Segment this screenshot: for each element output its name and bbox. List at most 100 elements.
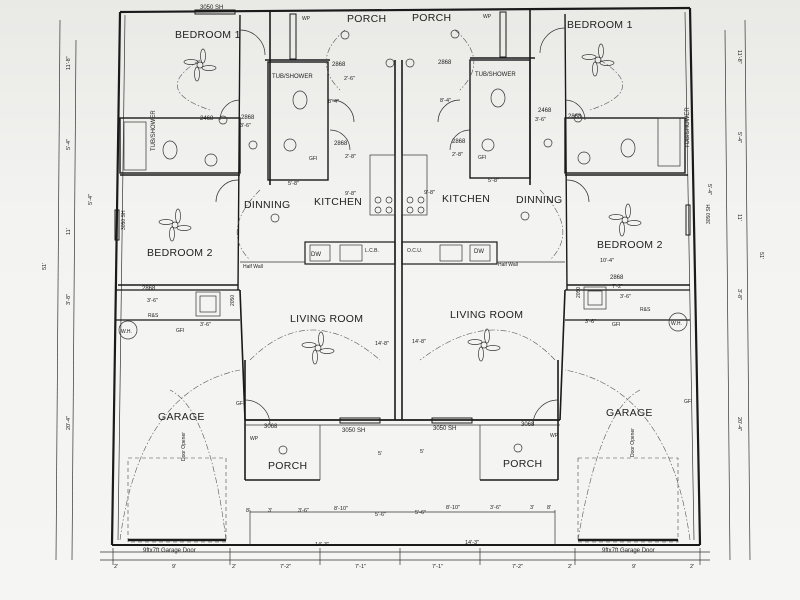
half-wall-label: Half Wall [243, 264, 263, 270]
dim-label: 11' [66, 228, 72, 235]
door-label: 2868 [452, 139, 466, 145]
water-heater-label: W.H. [121, 329, 132, 335]
fan-icon [158, 208, 192, 242]
dim-label: 5'-4" [66, 139, 72, 150]
dim-label: 14'-3" [465, 540, 479, 546]
dim-label: 5'-4" [706, 184, 712, 195]
door-label: 2868 [142, 286, 156, 292]
dim-label: 20'-4" [66, 416, 72, 430]
gfi-label: GFI [478, 155, 486, 161]
wp-label: WP [483, 14, 492, 20]
dim-label: 5'-8" [488, 178, 499, 184]
fan-icon [301, 331, 335, 365]
porch-bottom-right-label: PORCH [503, 458, 542, 470]
window-label: 3050 SH [706, 204, 712, 224]
dim-label: 2'-8" [452, 152, 463, 158]
dim-label: 3' [530, 505, 534, 511]
dim-label: 7'-2" [512, 564, 523, 570]
dim-label: 2'-6" [344, 76, 355, 82]
dim-label: 2' [114, 564, 118, 570]
door-swings [215, 27, 590, 426]
kitchen-left-label: KITCHEN [314, 196, 362, 208]
rod-shelf-label: R&S [640, 307, 651, 313]
dim-label: 8'-4" [440, 98, 451, 104]
gfi-label: GFI [309, 156, 317, 162]
dim-label: 14'-8" [375, 341, 389, 347]
dim-label: 51' [758, 252, 764, 259]
water-heater-icon [668, 312, 688, 332]
dim-label: 8' [547, 505, 551, 511]
door-label: 2868 [610, 275, 624, 281]
gfi-label: GFI [684, 399, 692, 405]
dim-label: 11'-8" [66, 56, 72, 70]
tub-shower-label: TUB/SHOWER [475, 72, 516, 78]
dim-label: 3'-8" [66, 294, 72, 305]
bedroom2-left-label: BEDROOM 2 [147, 247, 213, 259]
dim-label: 8'-10" [446, 505, 460, 511]
wiring-arcs [119, 29, 691, 541]
dim-label: 3'-6" [620, 294, 631, 300]
garage-door-label: 9ftx7ft Garage Door [143, 548, 196, 554]
windows [114, 9, 691, 424]
door-label: 3068 [521, 422, 535, 428]
dim-label: 3'-8" [736, 289, 742, 300]
dimension-lines [55, 19, 751, 565]
dim-label: 11'-8" [736, 50, 742, 64]
tub-shower-label: TUB/SHOWER [685, 107, 691, 148]
dim-label: 20'-4" [736, 417, 742, 431]
water-heater-label: W.H. [671, 321, 682, 327]
door-label: 2868 [568, 114, 582, 120]
bedroom1-right-label: BEDROOM 1 [567, 19, 633, 31]
porch-top-right-label: PORCH [412, 12, 451, 24]
dim-label: 2'-8" [345, 154, 356, 160]
half-wall-label: Half Wall [498, 262, 518, 268]
dim-label: 5' [420, 449, 424, 455]
dim-label: 2' [690, 564, 694, 570]
dim-label: 8'-10" [334, 506, 348, 512]
tub-shower-label: TUB/SHOWER [151, 110, 157, 151]
dim-label: 5'-4" [736, 132, 742, 143]
dim-label: 7'-1" [432, 564, 443, 570]
door-label: 2868 [241, 115, 255, 121]
dim-label: 3'-6" [240, 123, 251, 129]
dim-label: 7'-1" [355, 564, 366, 570]
dishwasher-label: DW [474, 249, 484, 255]
door-opener-label: Door Opener [181, 432, 187, 461]
dim-label: 14'-8" [412, 339, 426, 345]
door-label: 2050 [576, 287, 582, 298]
door-label: 2050 [230, 295, 236, 306]
dim-label: 51' [42, 263, 48, 270]
ceiling-fans [158, 43, 642, 365]
door-label: 2468 [538, 108, 552, 114]
dim-label: 8'-4" [328, 99, 339, 105]
dim-label: 3' [268, 508, 272, 514]
wp-label: WP [250, 436, 259, 442]
kitchen-right-label: KITCHEN [442, 193, 490, 205]
dim-label: 2' [568, 564, 572, 570]
garage-door-label: 9ftx7ft Garage Door [602, 548, 655, 554]
dim-label: 10'-4" [600, 258, 614, 264]
dim-label: 9'-8" [345, 191, 356, 197]
dim-label: 9' [172, 564, 176, 570]
dim-label: 7'-2" [612, 284, 623, 290]
electrical-symbols [218, 29, 583, 455]
door-label: 3068 [264, 424, 278, 430]
door-opener-label: Door Opener [630, 428, 636, 457]
dim-label: 7'-2" [280, 564, 291, 570]
window-label: 3050 SH [121, 210, 127, 230]
dim-label: 5'-8" [288, 181, 299, 187]
bedroom2-right-label: BEDROOM 2 [597, 239, 663, 251]
wp-label: WP [302, 16, 311, 22]
door-label: 2868 [438, 60, 452, 66]
dim-label: 3'-6" [585, 319, 596, 325]
dim-label: 2' [232, 564, 236, 570]
fan-icon [467, 328, 501, 362]
living-left-label: LIVING ROOM [290, 313, 363, 325]
gfi-label: GFI [612, 322, 620, 328]
dishwasher-label: DW [311, 252, 321, 258]
porch-top-left-label: PORCH [347, 13, 386, 25]
dim-label: 5' [378, 451, 382, 457]
dim-label: 3'-6" [298, 508, 309, 514]
